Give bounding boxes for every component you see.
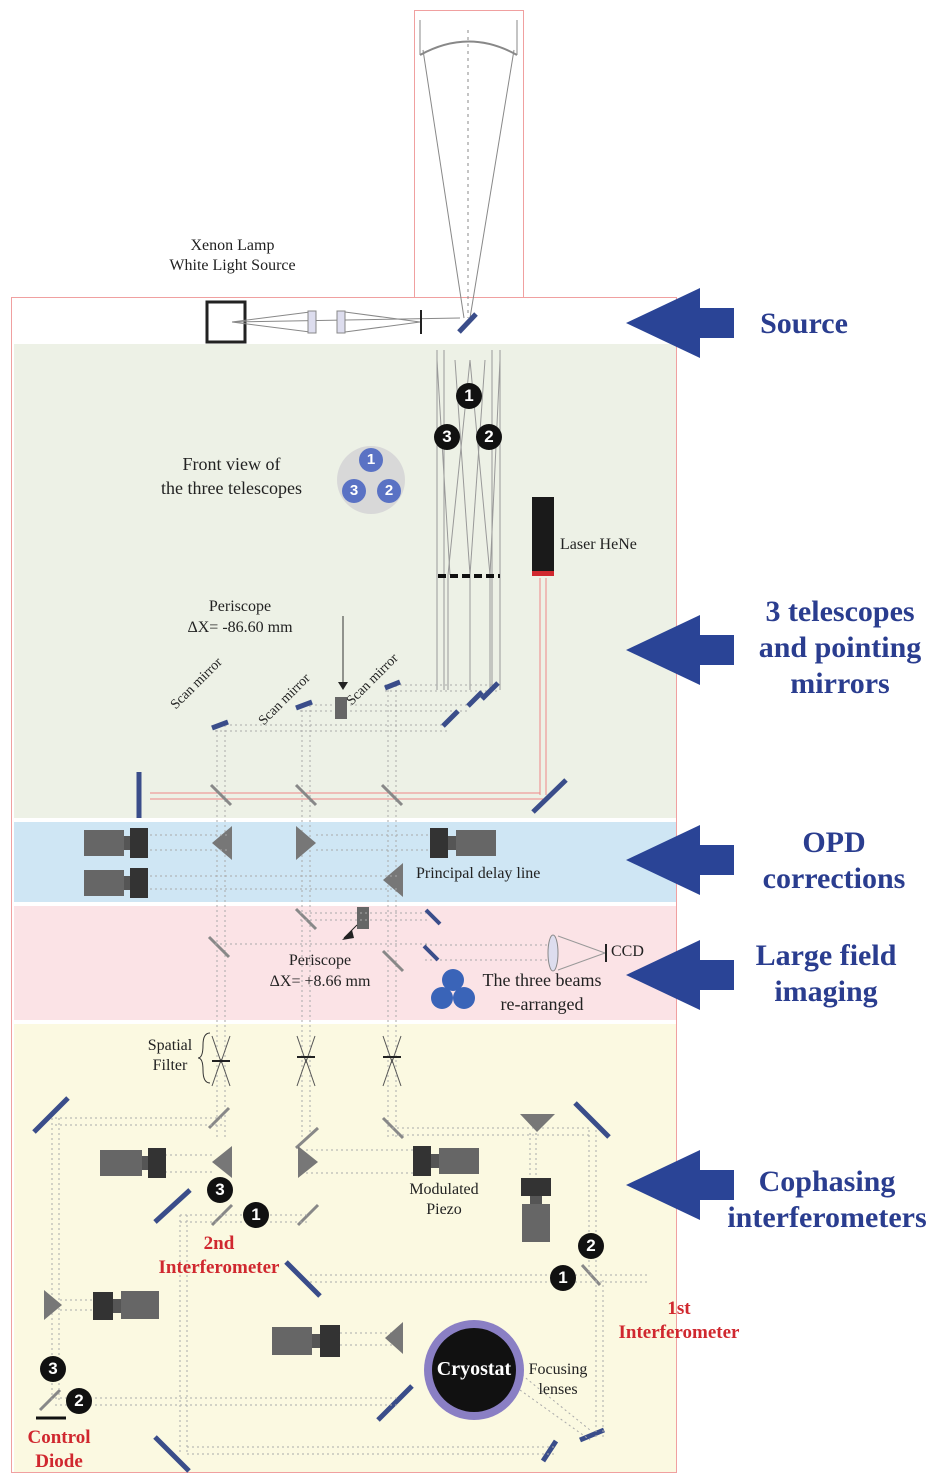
focusing-line1: Focusing [528,1361,588,1378]
badge-control-3: 3 [40,1356,66,1382]
badge-2nd-if-1: 1 [243,1202,269,1228]
periscope-2-title: Periscope [288,952,352,969]
laser-label: Laser HeNe [560,536,637,553]
periscope-1-dx: ΔX= -86.60 mm [187,619,293,636]
telescopes-line2: and pointing [758,631,922,664]
three-beams-line2: re-arranged [500,994,584,1014]
periscope-2 [357,907,369,929]
cophasing-line2: interferometers [727,1201,927,1234]
control-diode-label: Control Diode [14,1426,104,1474]
spatial-filter-line1: Spatial [147,1037,193,1054]
opd-line2: corrections [762,862,906,895]
zone-imaging [14,906,676,1020]
xenon-line2: White Light Source [169,257,296,274]
section-large-field: Large field imaging [736,938,916,1010]
large-line1: Large field [755,939,897,972]
section-arrows [626,288,734,1220]
periscope-1-title: Periscope [208,598,272,615]
three-beams-line1: The three beams [482,970,602,990]
badge-telescope-2: 2 [476,424,502,450]
front-view-line2: the three telescopes [161,478,302,498]
front-badge-2: 2 [377,479,401,503]
outer-frame [11,297,677,1473]
focusing-line2: lenses [538,1381,578,1398]
front-badge-3: 3 [342,479,366,503]
xenon-line1: Xenon Lamp [190,237,275,254]
first-if-line2: Interferometer [618,1322,740,1343]
ccd-label: CCD [611,943,644,960]
periscope-1 [335,697,347,719]
badge-telescope-3: 3 [434,424,460,450]
control-line2: Diode [35,1451,83,1472]
badge-2nd-if-3: 3 [207,1177,233,1203]
section-opd: OPD corrections [744,825,924,897]
telescope-mirror [419,20,518,319]
motor-group [84,828,496,898]
xenon-lamp-label: Xenon Lamp White Light Source [160,236,305,276]
laser-body [532,497,554,573]
large-line2: imaging [774,975,878,1008]
second-if-line1: 2nd [203,1233,235,1254]
spatial-filter-label: Spatial Filter [140,1036,200,1076]
periscope-2-label: Periscope ΔX= +8.66 mm [250,950,390,992]
second-if-line2: Interferometer [158,1257,280,1278]
badge-telescope-1: 1 [456,383,482,409]
spatial-filter-line2: Filter [152,1057,188,1074]
zone-cophasing [14,1024,676,1472]
badge-control-2: 2 [66,1388,92,1414]
telescope-tube-frame [414,10,524,298]
section-source: Source [760,307,848,340]
cryostat-label: Cryostat [436,1358,512,1380]
focusing-lenses-label: Focusing lenses [522,1360,594,1400]
cophasing-motors [93,1146,551,1357]
badge-1st-if-1: 1 [550,1265,576,1291]
modulated-piezo-label: Modulated Piezo [398,1180,490,1220]
modulated-line1: Modulated [409,1181,479,1198]
first-interferometer-label: 1st Interferometer [608,1297,750,1345]
telescopes-line3: mirrors [790,667,890,700]
periscope-2-dx: ΔX= +8.66 mm [269,973,371,990]
control-line1: Control [27,1427,91,1448]
cophasing-line1: Cophasing [758,1165,896,1198]
three-beams-label: The three beams re-arranged [468,968,616,1016]
periscope-1-label: Periscope ΔX= -86.60 mm [165,596,315,638]
second-interferometer-label: 2nd Interferometer [148,1232,290,1280]
first-if-line1: 1st [667,1298,691,1319]
badge-1st-if-2: 2 [578,1233,604,1259]
telescopes-line1: 3 telescopes [765,595,915,628]
front-badge-1: 1 [359,448,383,472]
section-cophasing: Cophasing interferometers [716,1164,938,1236]
front-view-line1: Front view of [182,454,281,474]
section-telescopes: 3 telescopes and pointing mirrors [742,594,938,702]
delay-line-label: Principal delay line [416,865,541,882]
modulated-line2: Piezo [426,1201,462,1218]
front-view-label: Front view of the three telescopes [144,452,319,500]
opd-line1: OPD [802,826,866,859]
zone-telescopes [14,344,676,818]
